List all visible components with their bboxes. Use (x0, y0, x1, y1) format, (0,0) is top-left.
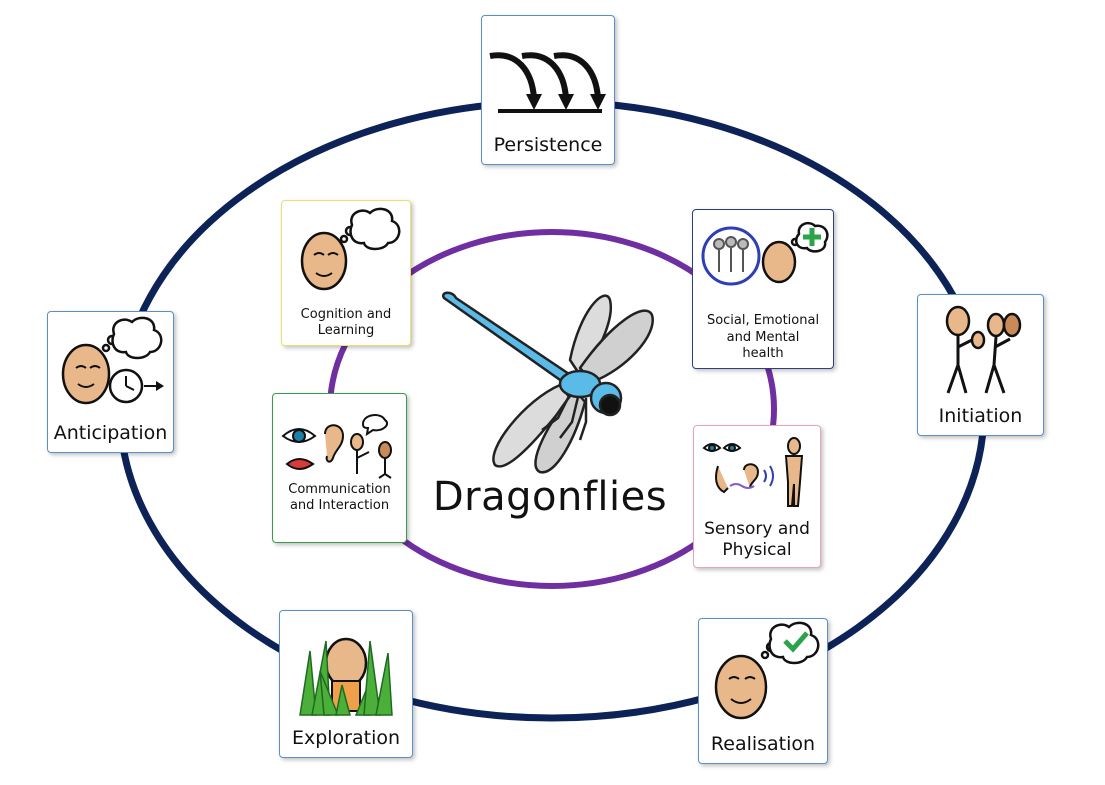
card-exploration: Exploration (279, 610, 413, 758)
label-line: and Interaction (289, 497, 390, 513)
card-label: Initiation (938, 405, 1023, 428)
card-cognition: Cognition and Learning (281, 200, 411, 346)
card-label: Communication and Interaction (288, 482, 390, 537)
card-label: Persistence (493, 134, 603, 157)
card-label: Realisation (710, 733, 816, 756)
dragonfly-icon (441, 291, 654, 474)
card-sensory: Sensory and Physical (693, 425, 821, 568)
card-anticipation: Anticipation (47, 311, 174, 453)
card-realisation: Realisation (698, 618, 828, 764)
label-line: health (742, 345, 784, 361)
card-label: Exploration (291, 727, 401, 750)
card-social: Social, Emotional and Mental health (692, 209, 834, 369)
senses-body-icon (702, 437, 804, 507)
card-persistence: Persistence (481, 15, 615, 165)
group-and-face-plus-icon (701, 222, 829, 286)
label-line: Physical (722, 539, 792, 560)
card-label: Cognition and Learning (301, 307, 392, 340)
label-line: Social, Emotional (706, 313, 820, 329)
card-label: Anticipation (53, 422, 168, 445)
label-line: Sensory and (704, 518, 810, 539)
card-initiation: Initiation (917, 294, 1044, 436)
face-thought-bubble-icon (300, 207, 401, 291)
face-thought-clock-icon (61, 316, 164, 405)
face-thought-tick-icon (714, 621, 820, 720)
card-communication: Communication and Interaction (272, 393, 407, 543)
card-label: Sensory and Physical (704, 519, 810, 562)
person-in-grass-icon (299, 637, 393, 716)
label-line: and Mental (726, 329, 800, 345)
label-line: Communication (288, 481, 391, 497)
diagram-title: Dragonflies (432, 474, 668, 520)
label-line: Cognition and (300, 306, 392, 322)
label-line: Learning (317, 322, 375, 338)
curved-arrows-icon (489, 52, 606, 113)
eye-ear-mouth-speech-icon (281, 414, 392, 479)
card-label: Social, Emotional and Mental health (707, 313, 819, 362)
people-gesturing-icon (945, 305, 1022, 394)
